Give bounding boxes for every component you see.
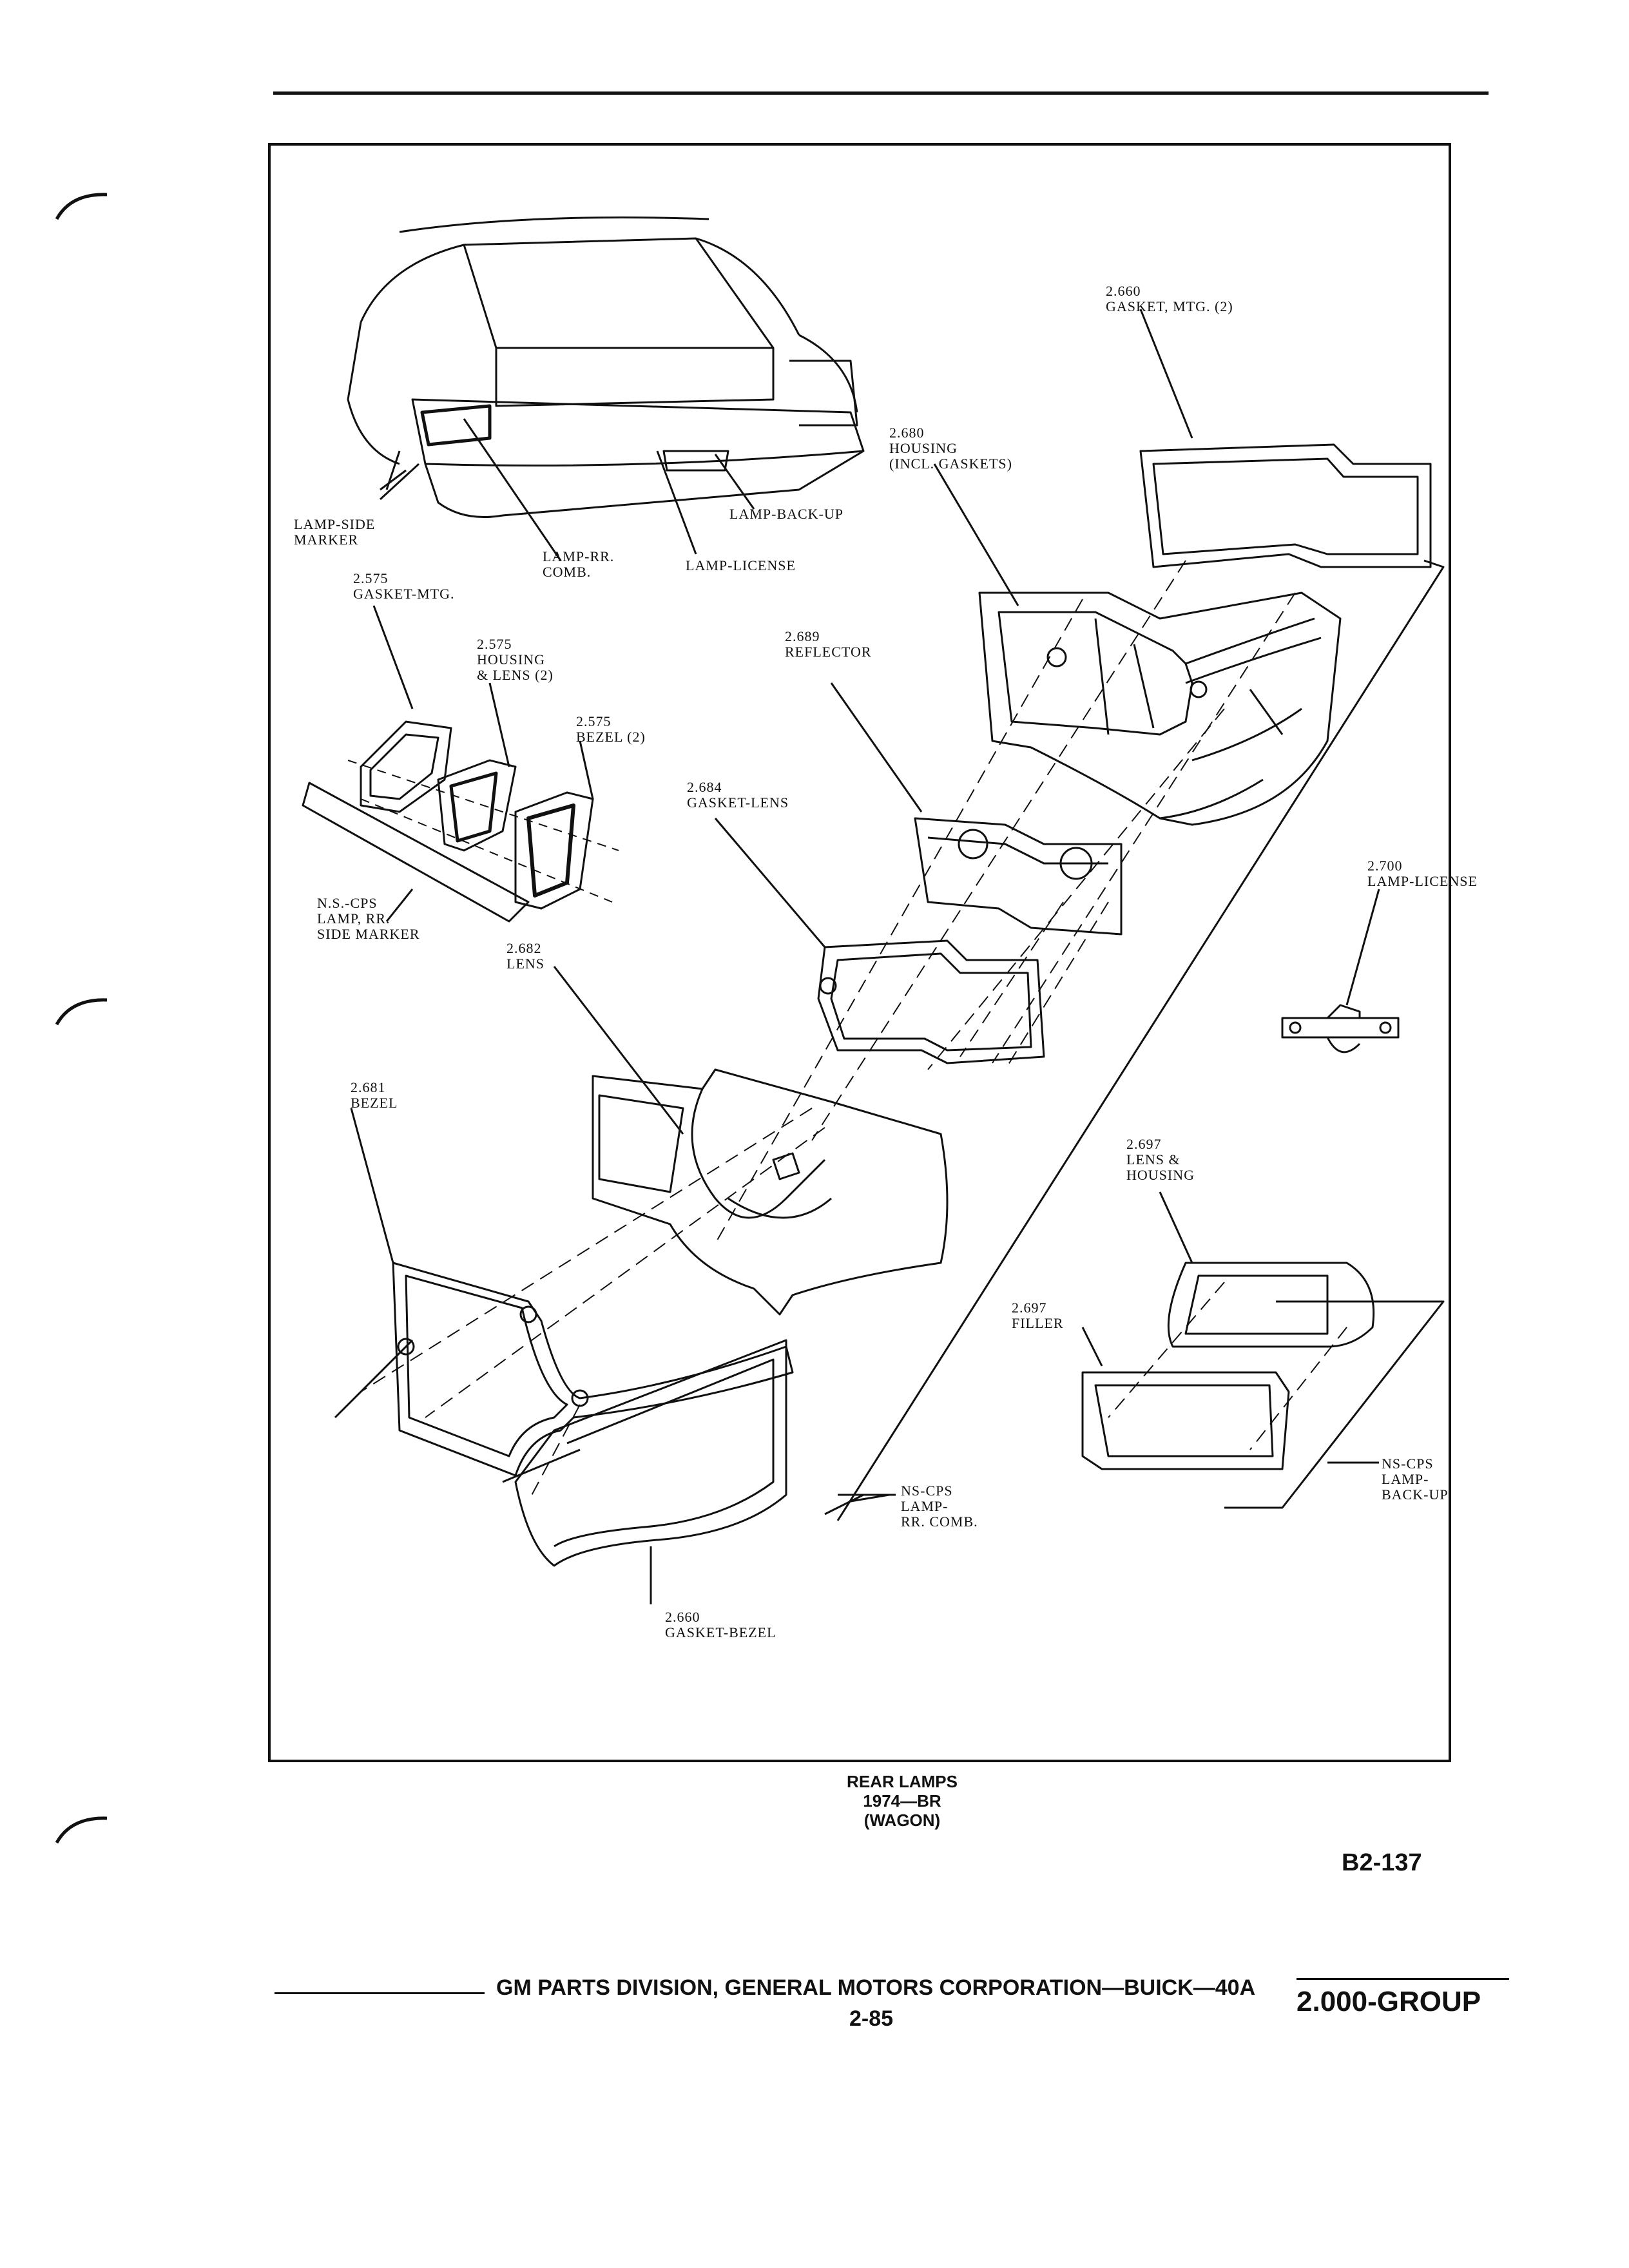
- label-lamp-license: LAMP-LICENSE: [686, 558, 796, 573]
- footer-page-number: 2-85: [849, 2006, 894, 2031]
- label-part-name: GASKET-BEZEL: [665, 1624, 776, 1640]
- label-gasket-lens-2684: 2.684 GASKET-LENS: [687, 780, 789, 811]
- page-code: B2-137: [1342, 1849, 1422, 1876]
- license-lamp: [1281, 1004, 1400, 1053]
- label-line: NS-CPS: [901, 1483, 953, 1499]
- label-line: LAMP-BACK-UP: [729, 506, 844, 522]
- label-part-number: 2.660: [665, 1609, 700, 1625]
- label-bezel-2575: 2.575 BEZEL (2): [576, 714, 646, 745]
- housing-2680: [978, 591, 1342, 826]
- caption-variant: (WAGON): [863, 1811, 941, 1830]
- diagram-frame: [268, 143, 1451, 1762]
- label-part-name: LENS &: [1126, 1151, 1181, 1168]
- label-part-name: & LENS (2): [477, 667, 554, 683]
- binder-mark-2: [55, 998, 108, 1026]
- top-rule: [273, 91, 1489, 95]
- label-part-name: FILLER: [1012, 1315, 1064, 1331]
- binder-mark-1: [55, 193, 108, 220]
- label-housing-2680: 2.680 HOUSING (INCL. GASKETS): [889, 425, 1012, 472]
- label-part-number: 2.575: [477, 636, 512, 652]
- label-part-name: GASKET, MTG. (2): [1106, 298, 1233, 314]
- wagon-rear-view: [347, 216, 865, 518]
- side-marker-assembly: [302, 605, 594, 923]
- footer-title: GM PARTS DIVISION, GENERAL MOTORS CORPOR…: [496, 1975, 1256, 2000]
- gasket-lens: [817, 939, 1045, 1064]
- label-lamp-back-up: LAMP-BACK-UP: [729, 506, 843, 522]
- label-ns-cps-rr-comb: NS-CPS LAMP- RR. COMB.: [901, 1483, 978, 1530]
- label-ns-cps-back-up: NS-CPS LAMP- BACK-UP: [1382, 1456, 1449, 1503]
- label-line: COMB.: [543, 564, 592, 580]
- label-reflector-2689: 2.689 REFLECTOR: [785, 629, 872, 660]
- label-line: NS-CPS: [1382, 1456, 1434, 1472]
- label-line: SIDE MARKER: [317, 926, 420, 942]
- label-part-number: 2.575: [576, 713, 612, 729]
- footer-rule-left: [275, 1992, 485, 1994]
- label-part-name: BEZEL (2): [576, 729, 646, 745]
- label-part-number: 2.660: [1106, 283, 1141, 299]
- rear-combination-lens: [592, 1068, 949, 1316]
- label-line: RR. COMB.: [901, 1514, 978, 1530]
- label-line: LAMP-RR.: [543, 548, 615, 564]
- label-housing-lens-2575: 2.575 HOUSING & LENS (2): [477, 637, 554, 683]
- label-gasket-mtg-2575: 2.575 GASKET-MTG.: [353, 571, 454, 602]
- label-lens-housing-2697: 2.697 LENS & HOUSING: [1126, 1137, 1195, 1183]
- label-part-name: GASKET-LENS: [687, 794, 789, 811]
- label-bezel-2681: 2.681 BEZEL: [351, 1080, 398, 1111]
- label-line: MARKER: [294, 532, 359, 548]
- label-lamp-rr-comb: LAMP-RR. COMB.: [543, 549, 614, 580]
- label-ns-cps-side-marker: N.S.-CPS LAMP, RR. SIDE MARKER: [317, 896, 420, 942]
- label-part-name: LENS: [506, 956, 545, 972]
- label-part-number: 2.689: [785, 628, 820, 644]
- label-part-name: REFLECTOR: [785, 644, 872, 660]
- footer-rule-right: [1296, 1978, 1509, 1980]
- label-part-number: 2.697: [1126, 1136, 1162, 1152]
- gasket-bezel: [514, 1339, 787, 1567]
- label-lamp-side-marker: LAMP-SIDE MARKER: [294, 517, 375, 548]
- label-part-number: 2.575: [353, 570, 389, 586]
- label-part-number: 2.682: [506, 940, 542, 956]
- label-line: LAMP-SIDE: [294, 516, 376, 532]
- label-part-number: 2.684: [687, 779, 722, 795]
- label-part-number: 2.697: [1012, 1300, 1047, 1316]
- label-line: LAMP-LICENSE: [686, 557, 796, 573]
- label-filler-2697: 2.697 FILLER: [1012, 1300, 1064, 1331]
- reflector: [914, 817, 1123, 936]
- label-line: N.S.-CPS: [317, 895, 378, 911]
- bezel-2681: [392, 1262, 794, 1477]
- label-part-number: 2.700: [1367, 858, 1403, 874]
- mounting-gasket: [1139, 443, 1432, 568]
- backup-filler: [1081, 1371, 1290, 1470]
- label-part-number: 2.681: [351, 1079, 386, 1095]
- binder-mark-3: [55, 1816, 108, 1844]
- label-line: LAMP, RR.: [317, 910, 390, 927]
- label-part-name: LAMP-LICENSE: [1367, 873, 1478, 889]
- label-part-name: GASKET-MTG.: [353, 586, 455, 602]
- backup-lens-housing: [1167, 1262, 1375, 1348]
- label-line: LAMP-: [901, 1498, 949, 1514]
- label-lens-2682: 2.682 LENS: [506, 941, 545, 972]
- label-part-name: HOUSING: [1126, 1167, 1195, 1183]
- diagram-caption: REAR LAMPS 1974—BR (WAGON): [805, 1772, 999, 1830]
- caption-title: REAR LAMPS: [847, 1772, 958, 1791]
- label-lamp-license-2700: 2.700 LAMP-LICENSE: [1367, 858, 1478, 889]
- label-part-name: HOUSING: [889, 440, 958, 456]
- label-part-name: HOUSING: [477, 651, 545, 668]
- label-line: LAMP-: [1382, 1471, 1429, 1487]
- label-gasket-mtg-2660: 2.660 GASKET, MTG. (2): [1106, 284, 1233, 314]
- caption-model: 1974—BR: [863, 1791, 941, 1811]
- label-part-name: BEZEL: [351, 1095, 398, 1111]
- footer-group: 2.000-GROUP: [1296, 1986, 1481, 2017]
- label-part-note: (INCL. GASKETS): [889, 456, 1012, 472]
- label-gasket-bezel-2660: 2.660 GASKET-BEZEL: [665, 1610, 776, 1640]
- label-line: BACK-UP: [1382, 1486, 1449, 1503]
- label-part-number: 2.680: [889, 425, 925, 441]
